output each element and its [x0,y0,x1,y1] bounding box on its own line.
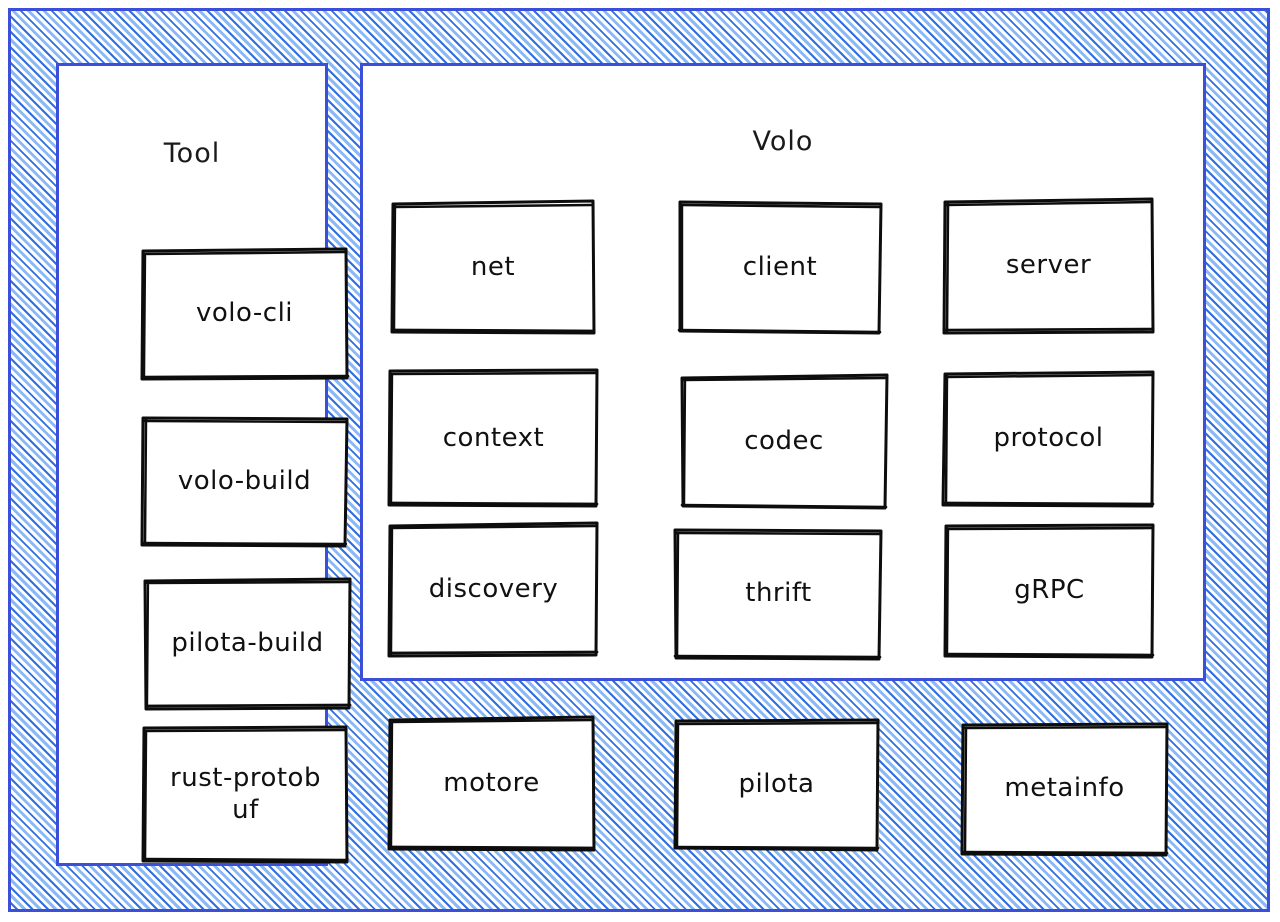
node-label: volo-build [177,466,312,497]
node-client[interactable]: client [677,200,883,335]
node-label: context [442,422,545,453]
node-protocol[interactable]: protocol [941,370,1155,508]
node-thrift[interactable]: thrift [673,528,883,661]
panel-volo-title: Volo [752,126,814,157]
node-label: metainfo [1004,773,1125,804]
node-label: server [1005,250,1092,281]
diagram-outer-frame: Tool volo-cli volo-build [8,8,1270,912]
node-label: codec [744,425,824,456]
node-label: client [742,251,818,282]
node-context[interactable]: context [387,368,599,508]
node-label: volo-cli [195,298,294,329]
node-label: discovery [428,574,559,605]
node-motore[interactable]: motore [387,715,596,852]
node-label: motore [443,767,540,798]
panel-tool: Tool volo-cli volo-build [56,63,352,866]
node-label: pilota [738,768,815,799]
node-label: pilota-build [171,628,324,659]
node-label: protocol [993,423,1104,454]
node-net[interactable]: net [390,199,596,335]
node-grpc[interactable]: gRPC [943,523,1155,659]
node-label: thrift [745,578,812,609]
node-label: net [470,251,516,282]
node-label: gRPC [1014,575,1085,606]
node-volo-build[interactable]: volo-build [140,416,349,548]
node-discovery[interactable]: discovery [387,521,599,658]
node-codec[interactable]: codec [680,373,889,510]
node-pilota-build[interactable]: pilota-build [143,577,352,711]
node-volo-cli[interactable]: volo-cli [140,247,350,381]
node-server[interactable]: server [942,197,1155,335]
panel-tool-title: Tool [163,138,221,169]
node-metainfo[interactable]: metainfo [960,722,1169,857]
node-pilota[interactable]: pilota [673,718,880,852]
